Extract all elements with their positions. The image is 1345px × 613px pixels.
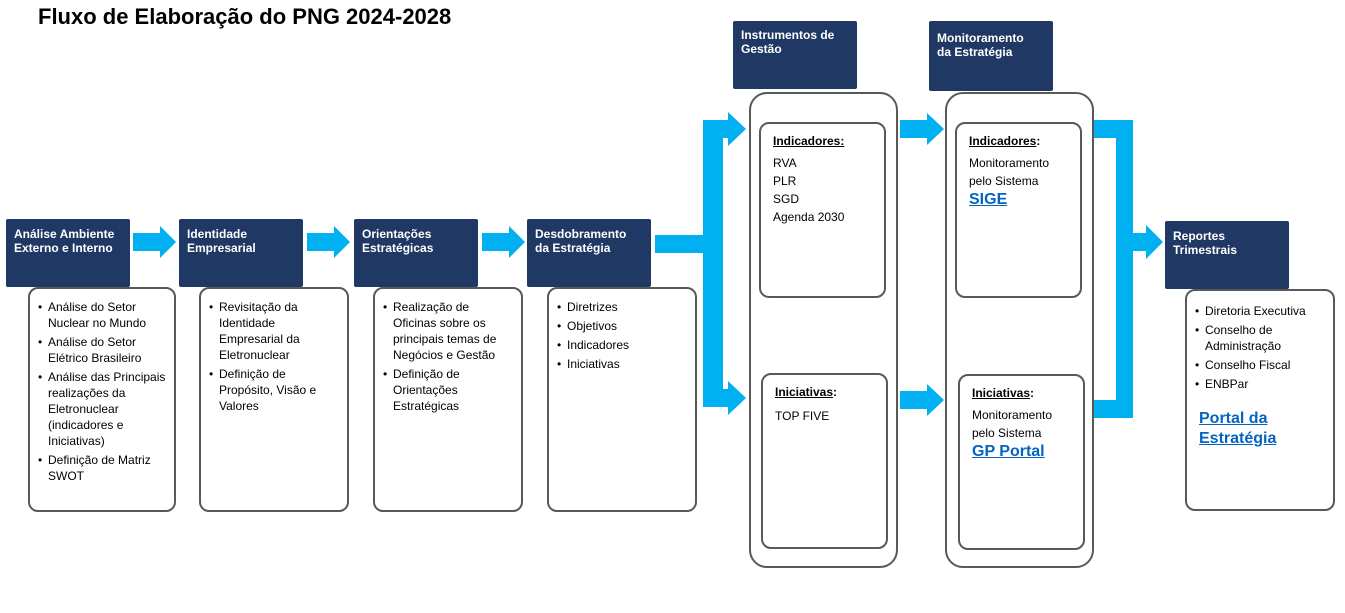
instrumentos-header: Instrumentos de Gestão bbox=[733, 21, 857, 89]
monitoramento-indicadores-box: Indicadores: Monitoramento pelo Sistema … bbox=[955, 122, 1082, 298]
step-header-identidade: Identidade Empresarial bbox=[179, 219, 303, 287]
list-item: Definição de Propósito, Visão e Valores bbox=[209, 366, 341, 414]
arrow-instr-to-mon-indicadores bbox=[900, 113, 944, 145]
monitoramento-indicadores-text: Monitoramento bbox=[969, 156, 1050, 170]
arrow-step3-to-step4 bbox=[482, 226, 525, 258]
list-item: Objetivos bbox=[557, 318, 689, 334]
monitoramento-indicadores-text: pelo Sistema bbox=[969, 174, 1039, 188]
list-item: SGD bbox=[773, 192, 800, 206]
portal-estrategia-link-line1: Portal da bbox=[1199, 410, 1268, 427]
step-box-analise-ambiente: Análise do Setor Nuclear no Mundo Anális… bbox=[28, 287, 176, 512]
list-item: Definição de Orientações Estratégicas bbox=[383, 366, 515, 414]
list-item: RVA bbox=[773, 156, 797, 170]
arrow-to-reportes bbox=[1133, 225, 1163, 259]
step-header-orientacoes: Orientações Estratégicas bbox=[354, 219, 478, 287]
instrumentos-iniciativas-title: Iniciativas: bbox=[775, 385, 838, 399]
arrow-to-instr-iniciativas bbox=[703, 381, 746, 415]
list-item: Agenda 2030 bbox=[773, 210, 845, 224]
arrow-split-stem bbox=[655, 235, 705, 253]
list-item: Análise do Setor Nuclear no Mundo bbox=[38, 299, 168, 331]
list-item: Definição de Matriz SWOT bbox=[38, 452, 168, 484]
list-item: Conselho Fiscal bbox=[1195, 357, 1327, 373]
list-item: Análise do Setor Elétrico Brasileiro bbox=[38, 334, 168, 366]
arrow-instr-to-mon-iniciativas bbox=[900, 384, 944, 416]
list-item: Diretoria Executiva bbox=[1195, 303, 1327, 319]
list-item: ENBPar bbox=[1195, 376, 1327, 392]
monitoramento-iniciativas-text: pelo Sistema bbox=[972, 426, 1042, 440]
step-box-identidade: Revisitação da Identidade Empresarial da… bbox=[199, 287, 349, 512]
monitoramento-iniciativas-title: Iniciativas: bbox=[972, 386, 1035, 400]
list-item: Revisitação da Identidade Empresarial da… bbox=[209, 299, 341, 363]
list-item: Análise das Principais realizações da El… bbox=[38, 369, 168, 449]
list-item: Realização de Oficinas sobre os principa… bbox=[383, 299, 515, 363]
arrow-merge-vertical bbox=[1116, 120, 1133, 418]
arrow-step1-to-step2 bbox=[133, 226, 176, 258]
list-item: Conselho de Administração bbox=[1195, 322, 1327, 354]
step-header-analise-ambiente: Análise Ambiente Externo e Interno bbox=[6, 219, 130, 287]
arrow-split-vertical bbox=[703, 120, 723, 407]
monitoramento-iniciativas-text: Monitoramento bbox=[972, 408, 1053, 422]
list-item: Diretrizes bbox=[557, 299, 689, 315]
monitoramento-iniciativas-box: Iniciativas: Monitoramento pelo Sistema … bbox=[958, 374, 1085, 550]
arrow-step2-to-step3 bbox=[307, 226, 350, 258]
list-item: Indicadores bbox=[557, 337, 689, 353]
instrumentos-iniciativas-box: Iniciativas: TOP FIVE bbox=[761, 373, 888, 549]
instrumentos-indicadores-box: Indicadores: RVA PLR SGD Agenda 2030 bbox=[759, 122, 886, 298]
list-item: TOP FIVE bbox=[775, 409, 830, 423]
portal-estrategia-link-line2: Estratégia bbox=[1199, 430, 1277, 447]
sige-link[interactable]: SIGE bbox=[969, 191, 1008, 208]
page-title: Fluxo de Elaboração do PNG 2024-2028 bbox=[38, 4, 452, 29]
list-item: PLR bbox=[773, 174, 797, 188]
instrumentos-indicadores-title: Indicadores: bbox=[773, 134, 845, 148]
reportes-box: Diretoria Executiva Conselho de Administ… bbox=[1185, 289, 1335, 511]
monitoramento-header: Monitoramento da Estratégia bbox=[929, 21, 1053, 91]
arrow-to-instr-indicadores bbox=[703, 112, 746, 146]
reportes-header: Reportes Trimestrais bbox=[1165, 221, 1289, 289]
step-box-orientacoes: Realização de Oficinas sobre os principa… bbox=[373, 287, 523, 512]
gp-portal-link[interactable]: GP Portal bbox=[972, 443, 1045, 460]
list-item: Iniciativas bbox=[557, 356, 689, 372]
step-header-desdobramento: Desdobramento da Estratégia bbox=[527, 219, 651, 287]
portal-estrategia-link[interactable]: Portal da Estratégia bbox=[1187, 395, 1333, 449]
monitoramento-indicadores-title: Indicadores: bbox=[969, 134, 1041, 148]
step-box-desdobramento: Diretrizes Objetivos Indicadores Iniciat… bbox=[547, 287, 697, 512]
